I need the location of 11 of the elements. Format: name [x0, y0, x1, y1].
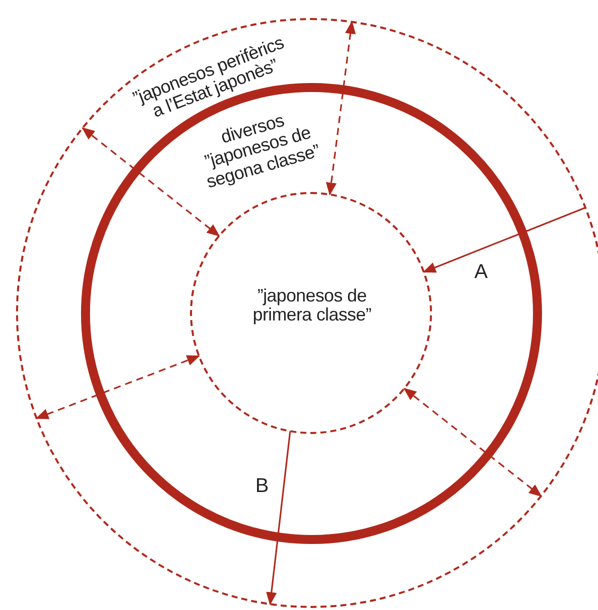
edge-label: A — [474, 262, 488, 282]
double-arrow — [82, 127, 220, 237]
double-arrow — [326, 20, 356, 196]
double-arrow — [36, 355, 200, 420]
region-label: ”japonesos de primera classe” — [252, 286, 372, 326]
arrow — [266, 431, 291, 606]
dashed-circle — [190, 192, 432, 434]
edge-label: B — [255, 476, 269, 496]
double-arrow — [403, 388, 542, 497]
arrow — [422, 206, 586, 273]
dashed-circle — [16, 18, 598, 608]
